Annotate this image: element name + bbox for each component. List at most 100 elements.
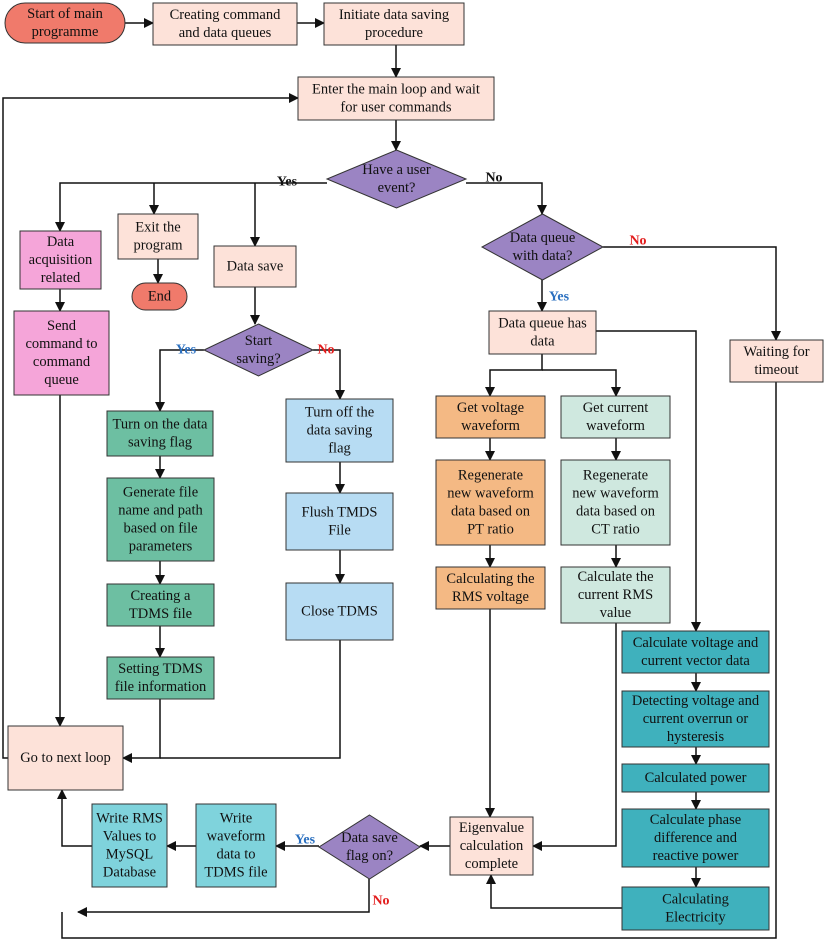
- edge-startsaving-to-turnon: [155, 349, 204, 412]
- node-box: [560, 395, 671, 439]
- node-box: [91, 803, 168, 888]
- node-label: TDMS file: [129, 606, 192, 622]
- node-label: Waiting for: [743, 344, 809, 360]
- node-label: timeout: [754, 362, 798, 378]
- node-label: Start of main: [27, 6, 103, 22]
- node-start: Start of main programme: [4, 2, 126, 44]
- edge-label-save-flag-yes: Yes: [295, 833, 316, 848]
- node-label: programme: [32, 24, 99, 40]
- node-box: [117, 213, 199, 260]
- node-decision: [318, 814, 421, 880]
- node-label: data: [530, 334, 555, 350]
- node-end: End: [131, 282, 188, 311]
- edge-queue-to-waiting: [603, 246, 781, 341]
- node-label: Go to next loop: [20, 750, 111, 766]
- node-label: Regenerate: [458, 468, 523, 484]
- node-label: Get voltage: [457, 400, 524, 416]
- node-box: [19, 230, 102, 290]
- node-label: difference and: [654, 830, 738, 846]
- node-label: Database: [103, 865, 156, 881]
- node-label: Turn on the data: [113, 417, 208, 433]
- node-label: new waveform: [447, 486, 534, 502]
- node-create-tdms: Creating a TDMS file: [106, 583, 215, 627]
- node-box: [621, 886, 770, 931]
- node-box: [488, 310, 597, 355]
- node-box: [106, 477, 215, 562]
- node-label: waveform: [586, 418, 646, 434]
- node-label: file information: [115, 679, 207, 695]
- node-label: Creating a: [131, 588, 192, 604]
- node-label: Data: [47, 234, 75, 250]
- node-box: [7, 725, 124, 791]
- edge-waiting-to-nextloop: [61, 382, 777, 939]
- node-label: Flush TMDS: [302, 505, 378, 521]
- node-label: Initiate data saving: [339, 7, 449, 23]
- edge-label-start-saving-yes: Yes: [176, 343, 197, 358]
- node-flush-tmds: Flush TMDS File: [285, 492, 394, 551]
- node-label: and data queues: [179, 25, 272, 41]
- node-label: Calculate voltage and: [633, 635, 759, 651]
- node-label: data based on: [451, 504, 531, 520]
- node-box: [449, 816, 534, 876]
- node-label: data based on: [576, 504, 656, 520]
- node-label: related: [41, 270, 81, 286]
- node-label: Have a user: [362, 162, 431, 178]
- node-box: [729, 339, 824, 383]
- edge-hasdata-to-vector: [596, 330, 701, 632]
- edge-label-save-flag-no: No: [372, 894, 389, 909]
- node-label: based on file: [123, 521, 197, 537]
- node-next-loop: Go to next loop: [7, 725, 124, 791]
- node-waiting-timeout: Waiting for timeout: [729, 339, 824, 383]
- edge-saveflag-no-to-left: [77, 879, 370, 917]
- node-box: [435, 459, 546, 546]
- node-label: flag on?: [346, 848, 393, 864]
- edge-settdms-to-nextloop: [122, 699, 161, 763]
- node-label: End: [148, 289, 172, 305]
- node-label: Write RMS: [96, 811, 163, 827]
- node-box: [213, 245, 297, 288]
- node-label: MySQL: [106, 847, 154, 863]
- edge-close-to-nextloop: [160, 640, 341, 759]
- node-box: [195, 803, 277, 888]
- node-label: Enter the main loop and wait: [312, 82, 480, 98]
- node-label: File: [328, 523, 351, 539]
- node-label: for user commands: [340, 100, 451, 116]
- node-label: data to: [216, 847, 255, 863]
- edge-hasdata-to-voltage: [485, 354, 543, 397]
- node-label: Data queue: [510, 230, 576, 246]
- node-vector-data: Calculate voltage and current vector data: [621, 630, 770, 674]
- edge-label-start-saving-no: No: [317, 343, 334, 358]
- edge-rmsc-to-eigen: [532, 623, 617, 851]
- node-box: [285, 398, 394, 463]
- node-label: Electricity: [665, 910, 726, 926]
- node-decision: [480, 213, 605, 281]
- node-label: event?: [378, 180, 416, 196]
- node-label: CT ratio: [591, 522, 639, 538]
- node-label: current vector data: [641, 653, 750, 669]
- node-box: [435, 566, 546, 610]
- node-user-event: Have a user event?: [325, 149, 468, 209]
- node-box: [621, 630, 770, 674]
- node-label: PT ratio: [467, 522, 514, 538]
- node-label: parameters: [129, 539, 193, 555]
- node-label: value: [600, 605, 631, 621]
- node-label: queue: [44, 372, 79, 388]
- node-label: waveform: [207, 829, 267, 845]
- node-box: [152, 2, 298, 46]
- node-label: Calculating the: [446, 571, 534, 587]
- node-label: Creating command: [170, 7, 281, 23]
